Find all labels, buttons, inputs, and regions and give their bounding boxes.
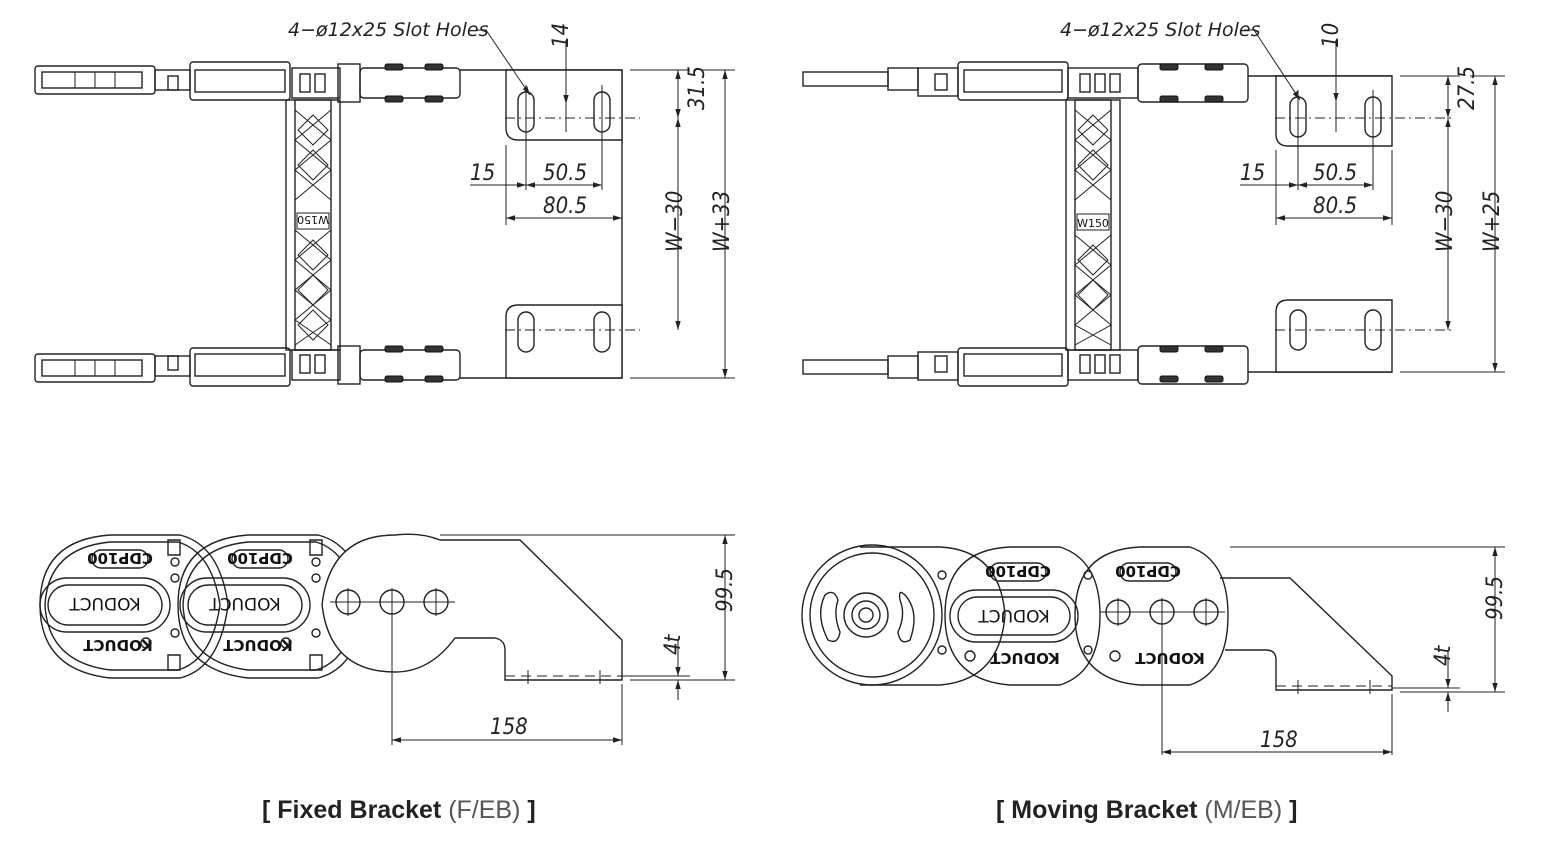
moving-width-mark: W150	[1077, 217, 1109, 230]
moving-chain-label-2: CDP100	[1115, 562, 1181, 580]
moving-dim-thickness: 4t	[1431, 644, 1456, 666]
fixed-dim-edge: 31.5	[685, 66, 710, 110]
moving-bracket-caption: [ Moving Bracket (M/EB) ]	[996, 796, 1297, 825]
fixed-chain-label-2: CDP100	[227, 549, 293, 567]
moving-bracket-plates	[1275, 75, 1455, 373]
moving-chain-link-2: CDP100 KODUCT	[1074, 546, 1229, 755]
moving-crossbar: W150	[1065, 99, 1121, 351]
moving-top-dimensions: 4−ø12x25 Slot Holes 10 27.5 W−30 W+25 15…	[1060, 19, 1505, 373]
fixed-caption-code: (F/EB)	[441, 796, 528, 824]
fixed-brand-small-1: KODUCT	[82, 636, 152, 654]
fixed-brand-1: KODUCT	[69, 593, 141, 613]
fixed-side-dimensions: 99.5 4t 158	[392, 534, 738, 745]
fixed-dim-height: 99.5	[713, 568, 738, 612]
fixed-caption-close: ]	[527, 796, 536, 824]
fixed-caption-open: [	[262, 796, 278, 824]
moving-caption-close: ]	[1289, 796, 1298, 824]
fixed-bracket-caption: [ Fixed Bracket (F/EB) ]	[262, 796, 536, 825]
fixed-dim-15: 15	[470, 161, 495, 186]
fixed-bracket-plates	[505, 69, 640, 379]
fixed-slot-note: 4−ø12x25 Slot Holes	[288, 19, 489, 41]
moving-brand-small-1: KODUCT	[989, 649, 1059, 667]
moving-top-chain-row	[802, 61, 1392, 103]
moving-dim-edge: 27.5	[1455, 66, 1480, 110]
fixed-chain-label-1: CDP100	[87, 549, 153, 567]
fixed-dim-width: 80.5	[543, 194, 587, 219]
moving-side-view: KODUCT CDP100 KODUCT CDP100 KODUCT	[801, 544, 1508, 755]
fixed-side-view: KODUCT CDP100 KODUCT KODUCT CDP100 KODUC…	[39, 533, 738, 745]
moving-dim-width: 80.5	[1313, 194, 1357, 219]
moving-brand-1: KODUCT	[978, 605, 1050, 625]
moving-chain-link-1: KODUCT CDP100 KODUCT	[937, 546, 1101, 686]
fixed-caption-title: Fixed Bracket	[277, 796, 442, 824]
moving-dim-15: 15	[1240, 161, 1265, 186]
moving-side-dimensions: 99.5 4t 158	[1162, 546, 1508, 755]
moving-caption-code: (M/EB)	[1197, 796, 1290, 824]
moving-caption-open: [	[996, 796, 1012, 824]
fixed-top-view: W150	[34, 19, 735, 387]
moving-side-bracket	[1220, 577, 1393, 694]
fixed-dim-outer: W+33	[710, 191, 735, 252]
fixed-crossbar: W150	[285, 99, 341, 351]
moving-dim-pitch: 50.5	[1313, 161, 1357, 186]
moving-dim-outer: W+25	[1480, 191, 1505, 252]
moving-top-view: W150	[802, 19, 1505, 387]
fixed-side-bracket	[321, 533, 623, 745]
moving-brand-small-2: KODUCT	[1134, 649, 1204, 667]
fixed-chain-link-1: KODUCT CDP100 KODUCT	[39, 534, 229, 679]
moving-caption-title: Moving Bracket	[1011, 796, 1198, 824]
moving-dim-height: 99.5	[1483, 576, 1508, 620]
moving-dim-top: 10	[1319, 23, 1344, 48]
fixed-dim-length: 158	[490, 715, 528, 740]
fixed-dim-inner: W−30	[663, 191, 688, 252]
moving-end-link	[801, 544, 1006, 686]
fixed-dim-thickness: 4t	[661, 633, 686, 655]
moving-chain-label-1: CDP100	[985, 562, 1051, 580]
moving-dim-inner: W−30	[1433, 191, 1458, 252]
fixed-brand-2: KODUCT	[209, 593, 281, 613]
fixed-dim-top: 14	[549, 23, 574, 48]
fixed-brand-small-2: KODUCT	[222, 636, 292, 654]
fixed-bottom-chain-row	[34, 345, 622, 387]
fixed-dim-pitch: 50.5	[543, 161, 587, 186]
moving-slot-note: 4−ø12x25 Slot Holes	[1060, 19, 1261, 41]
fixed-top-dimensions: 4−ø12x25 Slot Holes 14 31.5 W−30 W+33 15…	[288, 19, 735, 379]
moving-dim-length: 158	[1260, 728, 1298, 753]
fixed-width-mark: W150	[297, 213, 329, 226]
